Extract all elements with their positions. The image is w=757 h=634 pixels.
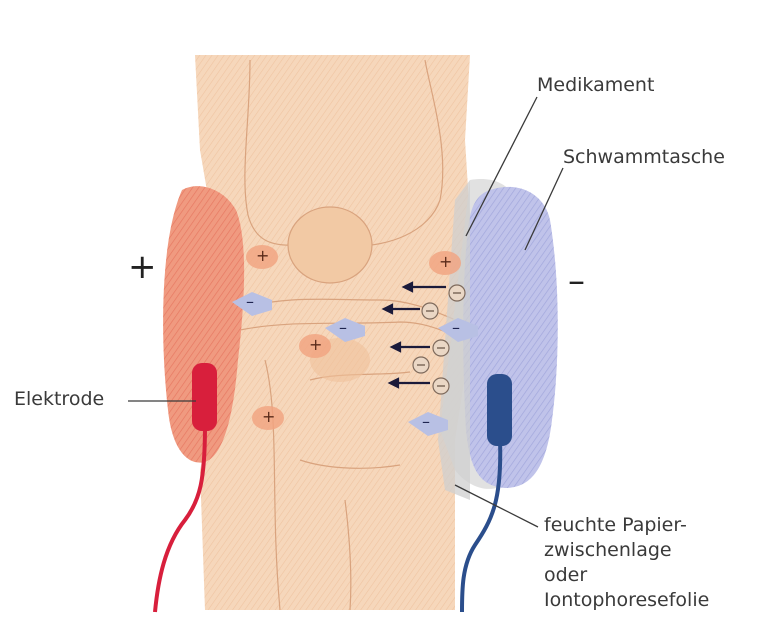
positive-ion-sign: + xyxy=(256,248,269,264)
negative-ion-sign: – xyxy=(339,320,347,336)
cathode-polarity-sign: – xyxy=(568,264,585,298)
label-medikament: Medikament xyxy=(537,76,654,95)
label-papier-zwischenlage: feuchte Papier- zwischenlage oder Iontop… xyxy=(544,513,709,613)
positive-ion-sign: + xyxy=(262,409,275,425)
label-papier-line1: feuchte Papier- xyxy=(544,513,709,538)
label-schwammtasche: Schwammtasche xyxy=(563,148,725,167)
anode-polarity-sign: + xyxy=(128,250,157,284)
label-papier-line3: oder xyxy=(544,563,709,588)
negative-ion-sign: – xyxy=(422,414,430,430)
positive-ion-sign: + xyxy=(309,337,322,353)
label-elektrode: Elektrode xyxy=(14,390,104,409)
positive-ion-sign: + xyxy=(439,254,452,270)
label-papier-line2: zwischenlage xyxy=(544,538,709,563)
negative-ion-sign: – xyxy=(452,320,460,336)
label-papier-line4: Iontophoresefolie xyxy=(544,588,709,613)
negative-ion-sign: – xyxy=(246,294,254,310)
